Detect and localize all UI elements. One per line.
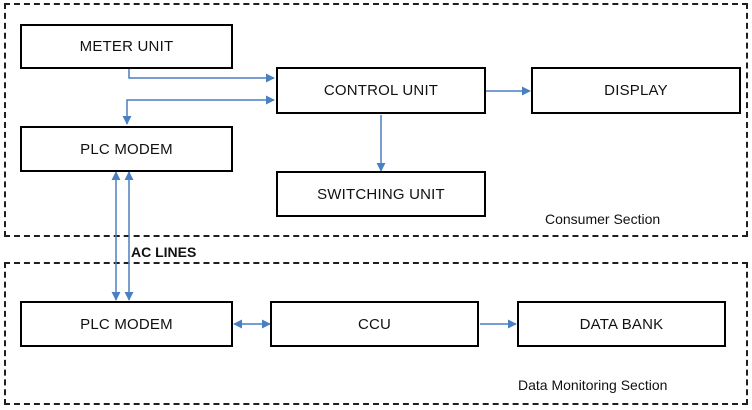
ac-lines-label: AC LINES [131,244,197,260]
monitoring-section-frame [4,262,748,405]
control-unit-block: CONTROL UNIT [276,67,486,114]
display-block: DISPLAY [531,67,741,114]
ccu-block: CCU [270,301,479,347]
monitoring-section-label: Data Monitoring Section [518,377,668,393]
arrow-meter-to-control [128,68,275,83]
meter-unit-block: METER UNIT [20,24,233,69]
switching-unit-block: SWITCHING UNIT [276,171,486,217]
arrow-control-plc-top [122,95,275,125]
plc-modem-top-block: PLC MODEM [20,126,233,172]
data-bank-block: DATA BANK [517,301,726,347]
consumer-section-frame [4,3,748,237]
plc-modem-bottom-block: PLC MODEM [20,301,233,347]
consumer-section-label: Consumer Section [545,211,661,227]
